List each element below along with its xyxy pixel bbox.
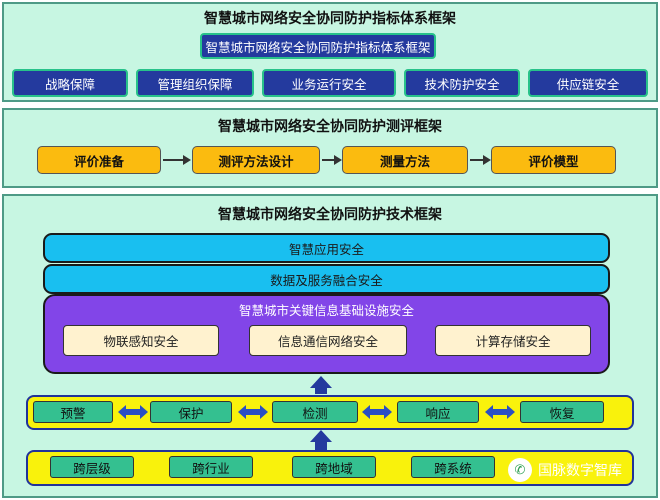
flow-arrow-head-1	[183, 155, 191, 165]
indicator-system-header-box: 智慧城市网络安全协同防护指标体系框架	[200, 33, 436, 59]
cross-system-box: 跨系统	[411, 456, 495, 478]
technical-framework-title: 智慧城市网络安全协同防护技术框架	[218, 207, 442, 223]
data-service-fusion-security-layer: 数据及服务融合安全	[43, 264, 610, 294]
cross-industry-box: 跨行业	[169, 456, 253, 478]
up-arrow-2	[315, 441, 327, 450]
measurement-method-box: 测量方法	[342, 146, 468, 174]
detection-box: 检测	[272, 401, 358, 423]
evaluation-model-box: 评价模型	[491, 146, 616, 174]
response-box: 响应	[397, 401, 479, 423]
indicator-system-title: 智慧城市网络安全协同防护指标体系框架	[204, 11, 456, 27]
evaluation-title: 智慧城市网络安全协同防护测评框架	[218, 119, 442, 135]
critical-infrastructure-title: 智慧城市关键信息基础设施安全	[238, 303, 414, 318]
up-arrow-head-2	[310, 430, 332, 442]
technical-protection-security-box: 技术防护安全	[404, 69, 520, 97]
up-arrow-1	[315, 387, 327, 394]
flow-arrow-3	[470, 159, 484, 161]
cross-level-box: 跨层级	[50, 456, 134, 478]
cross-region-box: 跨地域	[292, 456, 376, 478]
recovery-box: 恢复	[520, 401, 604, 423]
up-arrow-head-1	[310, 376, 332, 388]
flow-arrow-head-3	[483, 155, 491, 165]
strategy-guarantee-box: 战略保障	[12, 69, 128, 97]
early-warning-box: 预警	[33, 401, 113, 423]
protection-box: 保护	[150, 401, 232, 423]
smart-application-security-layer: 智慧应用安全	[43, 233, 610, 263]
flow-arrow-head-2	[334, 155, 342, 165]
flow-arrow-1	[163, 159, 184, 161]
info-comm-network-security-box: 信息通信网络安全	[249, 325, 407, 356]
compute-storage-security-box: 计算存储安全	[435, 325, 591, 356]
flow-arrow-2	[322, 159, 335, 161]
business-operation-security-box: 业务运行安全	[262, 69, 396, 97]
management-org-guarantee-box: 管理组织保障	[136, 69, 254, 97]
watermark: ✆ 国脉数字智库	[508, 458, 622, 482]
supply-chain-security-box: 供应链安全	[528, 69, 648, 97]
iot-sensing-security-box: 物联感知安全	[63, 325, 219, 356]
method-design-box: 测评方法设计	[192, 146, 320, 174]
watermark-text: 国脉数字智库	[538, 463, 622, 479]
wechat-icon: ✆	[508, 458, 532, 482]
evaluation-preparation-box: 评价准备	[37, 146, 161, 174]
